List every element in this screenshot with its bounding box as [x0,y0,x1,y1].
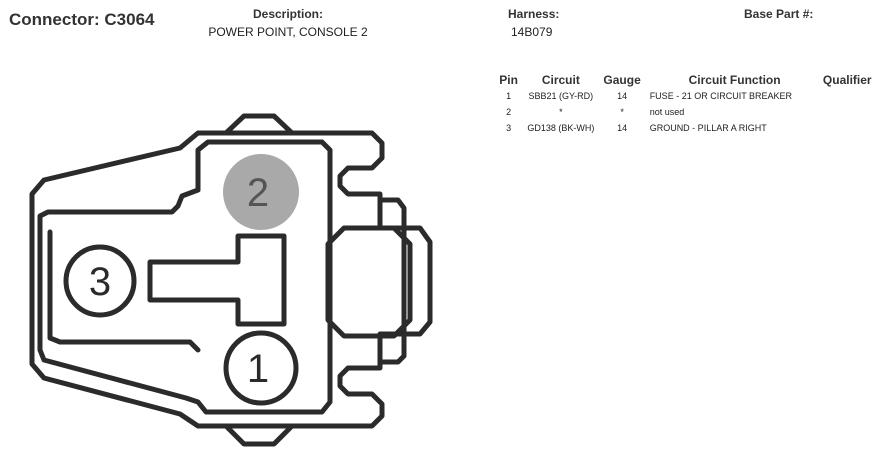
connector-outline [29,113,433,447]
pin-1-circle [223,330,299,406]
pin-2-cavity: 2 [223,154,299,230]
description-value: POWER POINT, CONSOLE 2 [208,25,368,39]
col-gauge-header: Gauge [603,73,641,87]
gauge-cell: * [620,107,624,117]
table-row: 3 GD138 (BK-WH) 14 GROUND - PILLAR A RIG… [494,120,875,136]
col-circuit-header: Circuit [541,73,580,87]
function-cell: not used [649,107,685,117]
pin-3-circle [63,244,137,318]
description-label: Description: [252,7,323,21]
table-row: 2 * * not used [494,104,875,120]
col-pin-header: Pin [499,73,518,87]
pin-1-label: 1 [247,347,269,391]
pin-cell: 2 [506,107,512,117]
function-cell: FUSE - 21 OR CIRCUIT BREAKER [649,91,793,101]
gauge-cell: 14 [617,91,628,101]
circuit-cell: SBB21 (GY-RD) [528,91,594,101]
pin-table: Pin Circuit Gauge Circuit Function Quali… [494,72,875,136]
harness-label: Harness: [508,7,560,21]
base-part-label: Base Part #: [744,7,814,21]
function-cell: GROUND - PILLAR A RIGHT [649,123,767,133]
pin-3-label: 3 [89,260,111,304]
pin-2-circle [223,154,299,230]
gauge-cell: 14 [617,123,628,133]
pin-table-header: Pin Circuit Gauge Circuit Function Quali… [494,72,875,88]
col-function-header: Circuit Function [688,73,781,87]
table-row: 1 SBB21 (GY-RD) 14 FUSE - 21 OR CIRCUIT … [494,88,875,104]
pin-2-label: 2 [247,171,269,215]
pin-3-cavity: 3 [63,244,137,318]
circuit-cell: GD138 (BK-WH) [527,123,595,133]
circuit-cell: * [559,107,563,117]
pin-1-cavity: 1 [223,330,299,406]
pin-cell: 3 [506,123,512,133]
col-qualifier-header: Qualifier [822,73,872,87]
pin-cell: 1 [506,91,512,101]
harness-value: 14B079 [511,25,553,39]
connector-title: Connector: C3064 [9,10,155,29]
